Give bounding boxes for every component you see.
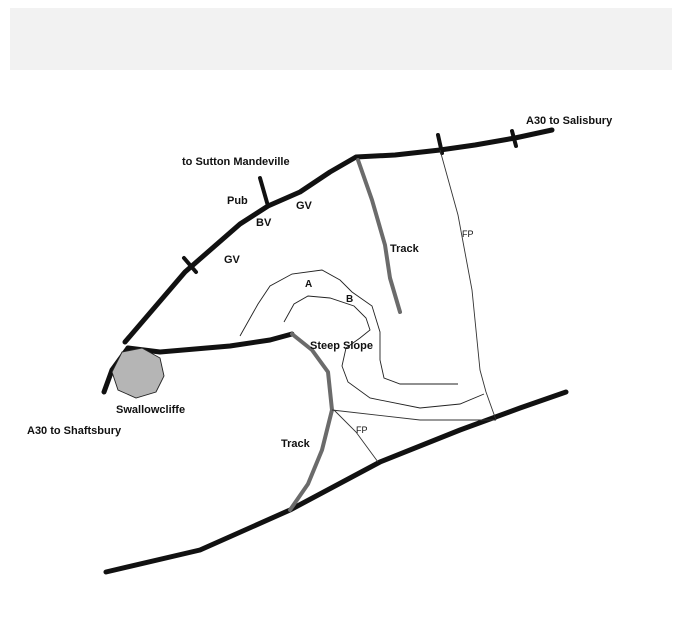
scan-noise-band [10,8,672,70]
road-east-from-village [125,331,295,355]
a30-road-north [122,127,555,345]
side-road-east-1 [436,133,444,155]
label-fp-upper: FP [462,229,474,239]
side-road-gv [182,256,198,274]
side-road-east-2 [510,129,518,148]
swallowcliffe-village-blob [111,347,165,399]
footpath-link [331,409,496,421]
footpath-upper [439,149,497,421]
contour-inner [283,295,485,409]
label-bv: BV [256,217,272,229]
label-track-lower: Track [281,438,311,450]
label-swallowcliffe: Swallowcliffe [116,404,185,416]
label-a: A [305,279,312,290]
side-road-pub [258,176,270,208]
footpath-lower [333,409,379,463]
label-gv-lower: GV [224,254,241,266]
label-b: B [346,294,353,305]
track-upper [356,158,402,314]
label-pub: Pub [227,195,248,207]
label-steep-slope: Steep Slope [310,340,373,352]
label-fp-lower: FP [356,425,368,435]
southern-road [103,389,569,575]
contour-outer [239,269,458,385]
label-a30-salisbury: A30 to Salisbury [526,115,613,127]
label-gv-upper: GV [296,200,313,212]
label-a30-shaftsbury: A30 to Shaftsbury [27,425,122,437]
label-sutton-mandeville: to Sutton Mandeville [182,156,290,168]
label-track-upper: Track [390,243,420,255]
